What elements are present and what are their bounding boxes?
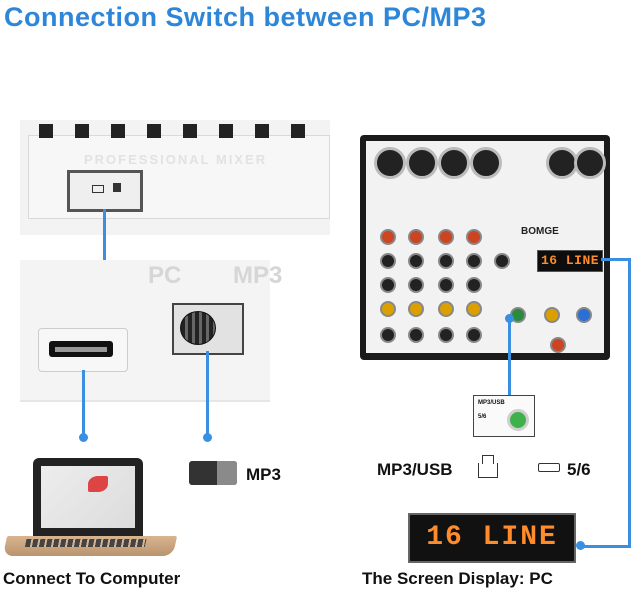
eq-knob-icon — [438, 253, 454, 269]
knob-icon — [494, 253, 510, 269]
bird-logo-icon — [88, 476, 108, 492]
level-knob-icon — [438, 327, 454, 343]
eq-knob-icon — [438, 277, 454, 293]
eff-knob-icon — [466, 301, 482, 317]
connector-line-display — [580, 545, 631, 548]
eq-knob-icon — [408, 253, 424, 269]
button-up-icon — [478, 455, 498, 478]
eq-knob-icon — [466, 277, 482, 293]
eq-knob-icon — [380, 253, 396, 269]
eq-knob-icon — [466, 253, 482, 269]
eq-knob-icon — [380, 277, 396, 293]
zoom-pc-label: PC — [148, 262, 182, 289]
page-title: Connection Switch between PC/MP3 — [4, 2, 487, 32]
val56-label: 5/6 — [567, 460, 591, 479]
connector-dot-source — [505, 314, 514, 323]
eff-knob-icon — [408, 301, 424, 317]
gain-knob-icon — [438, 229, 454, 245]
connector-line-mp3 — [206, 351, 209, 435]
connector-dot-display — [576, 541, 585, 550]
source-green-button-icon — [507, 409, 529, 431]
eff-knob-icon — [380, 301, 396, 317]
screen-display: 16 LINE — [408, 513, 576, 563]
gain-knob-icon — [408, 229, 424, 245]
toggle-switch-icon — [189, 461, 237, 485]
level-knob-icon — [408, 327, 424, 343]
gain-knob-icon — [466, 229, 482, 245]
eff-knob-icon — [438, 301, 454, 317]
mixer-front-photo: BOMGE — [360, 135, 610, 360]
caption-connect-computer: Connect To Computer — [3, 569, 181, 588]
mp3usb-label: MP3/USB — [377, 460, 453, 479]
gain-knob-icon — [380, 229, 396, 245]
switch-highlight-box — [67, 170, 143, 212]
connector-line-source — [508, 318, 511, 396]
laptop-base — [2, 536, 178, 556]
usb-port-small-icon — [92, 185, 104, 193]
source-tag-mp3usb: MP3/USB — [478, 400, 505, 406]
xlr-input-icon — [406, 147, 438, 179]
laptop-icon — [33, 458, 143, 536]
button-down-icon — [538, 463, 560, 472]
xlr-input-icon — [470, 147, 502, 179]
eq-knob-icon — [408, 277, 424, 293]
connector-line-display — [601, 258, 631, 261]
source-tag-56: 5/6 — [478, 414, 487, 420]
slide-switch-icon — [172, 303, 244, 355]
connector-dot-pc — [79, 433, 88, 442]
mp3-toggle-label: MP3 — [246, 465, 281, 484]
master-knob-icon — [550, 337, 566, 353]
screen-display-text: 16 LINE — [426, 522, 558, 553]
xlr-input-icon — [438, 147, 470, 179]
mixer-brand-text: PROFESSIONAL MIXER — [84, 152, 268, 167]
effect-knob-icon — [544, 307, 560, 323]
mixer-mini-display: 16 LINE — [537, 250, 603, 272]
zoom-mp3-label: MP3 — [233, 262, 283, 289]
usb-port-icon — [38, 328, 128, 372]
mixer-brand-label: BOMGE — [521, 226, 559, 237]
connector-dot-mp3 — [203, 433, 212, 442]
mixer-knob-row — [39, 124, 319, 138]
connector-line-display — [628, 258, 631, 548]
level-knob-icon — [466, 327, 482, 343]
caption-screen-display: The Screen Display: PC — [362, 569, 553, 588]
connector-line — [103, 209, 106, 265]
xlr-output-icon — [574, 147, 606, 179]
connector-line-pc — [82, 370, 85, 435]
slide-switch-small-icon — [113, 183, 121, 192]
xlr-input-icon — [374, 147, 406, 179]
headphone-knob-icon — [576, 307, 592, 323]
source-button-closeup: MP3/USB 5/6 — [473, 395, 535, 437]
level-knob-icon — [380, 327, 396, 343]
